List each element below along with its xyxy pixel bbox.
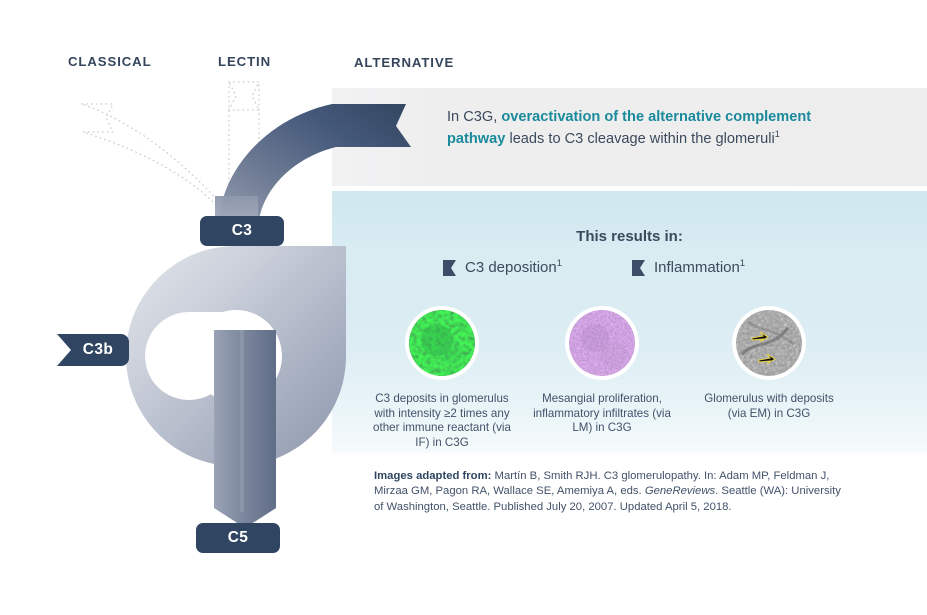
micrograph-frame [565, 306, 639, 380]
alternative-pathway-arrow [218, 104, 411, 232]
pennant-marker-icon [443, 259, 456, 276]
light-microscopy-micrograph [569, 310, 635, 376]
result-footnote-marker: 1 [739, 258, 746, 268]
image-source-citation: Images adapted from: Martín B, Smith RJH… [374, 469, 844, 515]
pathway-label-alternative: ALTERNATIVE [354, 55, 455, 70]
citation-label: Images adapted from: [374, 470, 492, 482]
c5-stem-highlight [240, 330, 244, 512]
citation-part1: Martín B, Smith RJH. C3 glomerulopathy. … [374, 470, 830, 498]
micrograph-caption: C3 deposits in glomerulus with intensity… [373, 392, 511, 449]
lectin-pathway-dotted-arrow [227, 81, 261, 111]
micrograph-card-em: Glomerulus with deposits (via EM) in C3G [694, 306, 844, 421]
badge-c5[interactable]: C5 [196, 523, 280, 553]
callout-footnote-marker: 1 [774, 128, 780, 139]
result-label: Inflammation1 [654, 258, 746, 276]
callout-lead: In C3G, [447, 109, 502, 125]
callout-text: In C3G, overactivation of the alternativ… [447, 107, 847, 150]
pathway-label-lectin: LECTIN [218, 54, 272, 69]
badge-c3[interactable]: C3 [200, 216, 284, 246]
micrograph-card-lm: Mesangial proliferation, inflammatory in… [527, 306, 677, 436]
em-deposit-arrow-upper [751, 331, 769, 343]
micrograph-card-if: C3 deposits in glomerulus with intensity… [367, 306, 517, 450]
em-deposit-arrow-lower [758, 353, 776, 365]
electron-microscopy-micrograph [736, 310, 802, 376]
callout-tail: leads to C3 cleavage within the glomerul… [505, 130, 775, 147]
micrograph-caption: Glomerulus with deposits (via EM) in C3G [704, 392, 834, 420]
immunofluorescence-micrograph [409, 310, 475, 376]
result-footnote-marker: 1 [556, 258, 562, 268]
citation-source-title: GeneReviews [644, 485, 716, 498]
results-heading: This results in: [576, 228, 683, 245]
classical-pathway-dotted-arrow [81, 103, 248, 238]
citation-part2: . Seattle (WA): University of Washington… [374, 485, 841, 513]
pathway-label-classical: CLASSICAL [68, 54, 152, 69]
amplification-loop-ring [126, 246, 346, 466]
result-item-inflammation: Inflammation1 [632, 258, 746, 276]
result-item-c3-deposition: C3 deposition1 [443, 258, 562, 276]
callout-accent-phrase: overactivation of the alternative comple… [447, 109, 812, 147]
result-label: C3 deposition1 [465, 258, 562, 276]
c5-outflow-stem [214, 330, 276, 528]
micrograph-caption: Mesangial proliferation, inflammatory in… [533, 392, 671, 435]
pennant-marker-icon [632, 259, 645, 276]
callout-panel [332, 88, 927, 186]
micrograph-frame [405, 306, 479, 380]
micrograph-frame [732, 306, 806, 380]
